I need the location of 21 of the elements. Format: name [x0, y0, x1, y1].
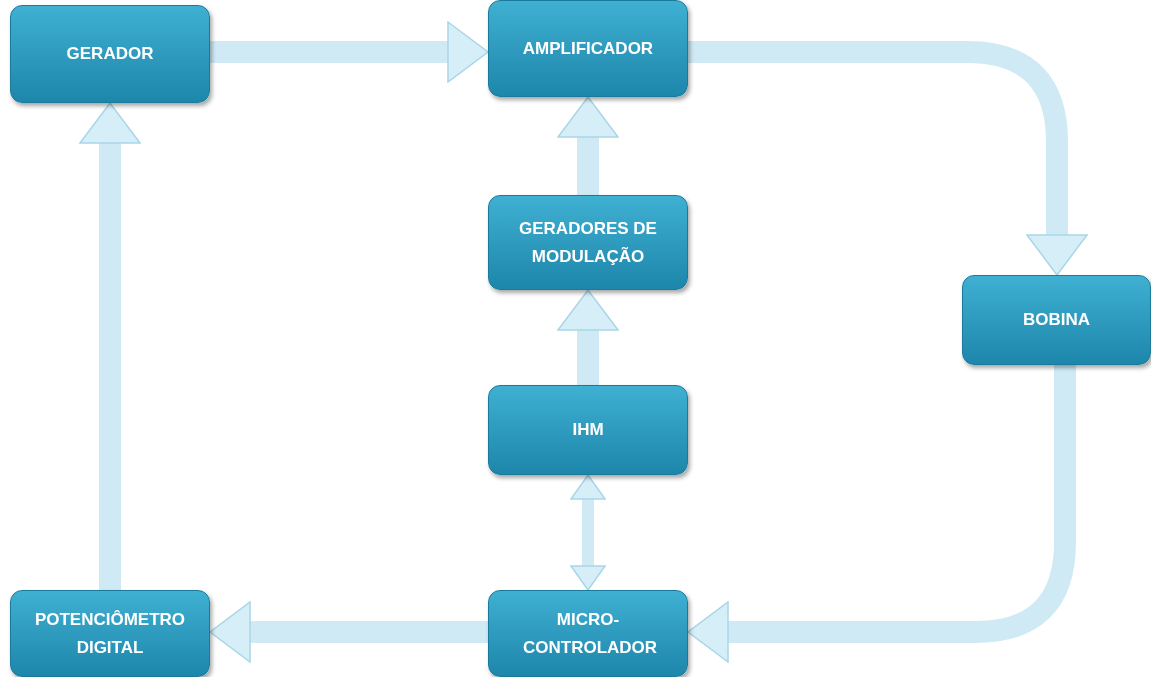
- arrow: [79, 102, 141, 590]
- process-box: [10, 590, 210, 677]
- process-box: [488, 385, 688, 475]
- box-label: BOBINA: [1022, 309, 1091, 332]
- box-label: GERADORES DE MODULAÇÃO: [518, 218, 658, 268]
- process-box: [10, 5, 210, 103]
- process-box: [488, 590, 688, 677]
- arrow: [557, 96, 619, 195]
- arrow: [570, 474, 606, 591]
- arrow: [687, 365, 1076, 663]
- process-box: [962, 275, 1151, 365]
- arrow: [210, 21, 489, 83]
- arrow: [209, 601, 488, 663]
- box-label: GERADOR: [66, 43, 154, 66]
- arrow: [557, 289, 619, 385]
- box-label: AMPLIFICADOR: [522, 37, 654, 60]
- process-box: [488, 0, 688, 97]
- box-label: IHM: [572, 419, 604, 442]
- process-box: [488, 195, 688, 290]
- box-label: POTENCIÔMETRO DIGITAL: [33, 609, 187, 659]
- arrow: [688, 41, 1088, 276]
